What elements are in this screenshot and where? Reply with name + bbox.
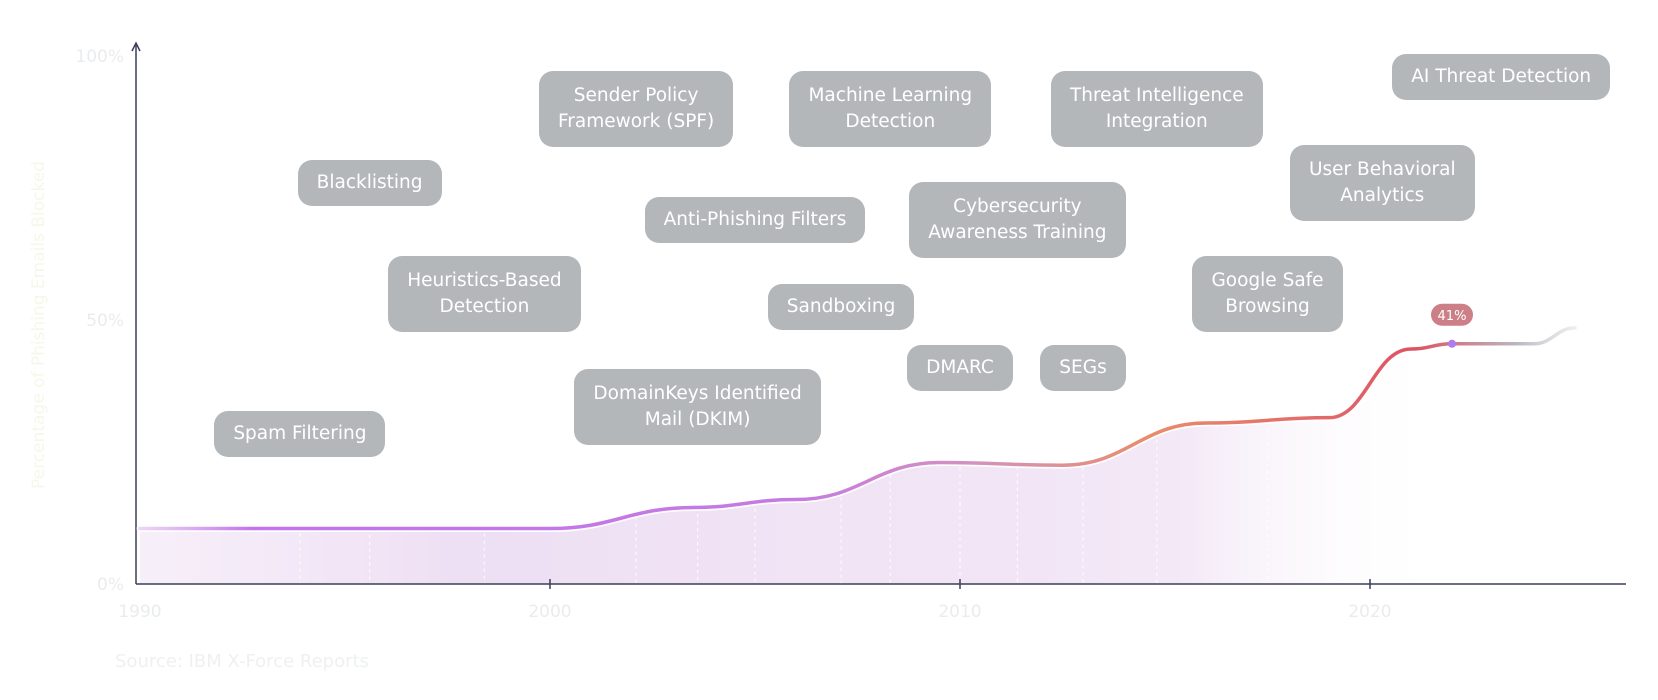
milestone-label: Anti-Phishing Filters [644, 196, 866, 243]
milestone-label: Machine Learning Detection [789, 70, 992, 147]
series-line [138, 326, 1577, 531]
x-tick-label: 2000 [528, 602, 571, 622]
highlight-point [1448, 339, 1456, 348]
milestone-label: Spam Filtering [214, 410, 386, 457]
y-tick-label: 50% [86, 311, 124, 331]
milestone-label: Sender Policy Framework (SPF) [538, 70, 734, 147]
y-tick-label: 100% [75, 47, 124, 67]
milestone-label: User Behavioral Analytics [1289, 144, 1475, 221]
milestone-label: SEGs [1040, 344, 1126, 391]
milestone-label: AI Threat Detection [1392, 54, 1611, 101]
y-axis-arrow [131, 41, 141, 52]
milestone-label: Heuristics-Based Detection [388, 255, 581, 332]
x-tick-label: 1990 [118, 602, 161, 622]
source-note: Source: IBM X-Force Reports [115, 651, 369, 672]
x-tick-label: 2010 [938, 602, 981, 622]
milestone-label: Google Safe Browsing [1192, 255, 1343, 332]
milestone-label: Sandboxing [767, 283, 915, 330]
y-axis-title: Percentage of Phishing Emails Blocked [29, 161, 49, 489]
highlight-badge-label: 41% [1438, 309, 1467, 324]
highlight-badge [1431, 303, 1473, 326]
y-tick-label: 0% [97, 575, 124, 595]
milestone-label: DomainKeys Identified Mail (DKIM) [574, 369, 821, 446]
milestone-label: Blacklisting [297, 159, 442, 206]
series-area [140, 327, 1575, 584]
milestone-label: Cybersecurity Awareness Training [909, 181, 1126, 258]
milestone-label: Threat Intelligence Integration [1050, 70, 1263, 147]
x-tick-label: 2020 [1348, 602, 1391, 622]
milestone-label: DMARC [907, 344, 1013, 391]
